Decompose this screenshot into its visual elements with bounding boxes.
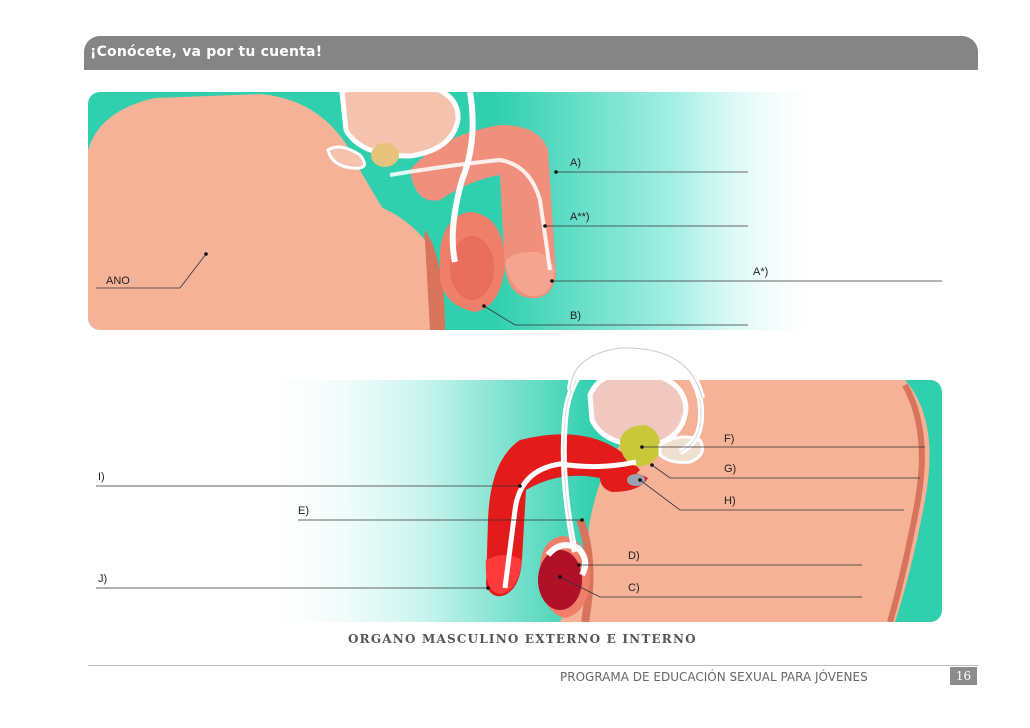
internal-epididymis [545, 542, 589, 577]
internal-cowper-gland [627, 474, 645, 486]
external-seminal-vesicle [326, 145, 366, 170]
external-testicle [450, 236, 494, 300]
footer-program-title: PROGRAMA DE EDUCACIÓN SEXUAL PARA JÓVENE… [560, 670, 868, 684]
internal-vas-outline-top [569, 347, 703, 399]
external-leader-dots [204, 170, 558, 308]
external-glans [505, 251, 555, 297]
external-view: A) A**) A*) B) ANO [88, 92, 942, 330]
label-d: D) [628, 550, 640, 562]
label-a-star: A*) [753, 266, 768, 278]
internal-leader-lines [96, 446, 925, 598]
internal-body-shadow [887, 383, 925, 622]
label-e: E) [298, 505, 309, 517]
internal-bladder [587, 380, 689, 449]
internal-view: F) G) H) I) E) D) C) J) [96, 344, 942, 622]
external-urethra-line [389, 157, 552, 271]
external-leader-lines [96, 171, 942, 326]
label-i: I) [98, 471, 105, 483]
external-bladder [339, 92, 461, 159]
footer-divider [88, 665, 978, 666]
external-thigh [110, 197, 430, 330]
header-bar [84, 36, 978, 70]
label-c: C) [628, 582, 640, 594]
internal-urethra [502, 459, 637, 589]
internal-prostate [620, 425, 661, 467]
internal-thigh-shadow [576, 518, 594, 622]
internal-body-edge [895, 380, 940, 622]
label-g: G) [724, 463, 736, 475]
diagram-caption: ORGANO MASCULINO EXTERNO E INTERNO [348, 632, 697, 646]
label-ano: ANO [106, 275, 130, 287]
label-j: J) [98, 573, 107, 585]
label-b: B) [570, 310, 581, 322]
internal-glans [485, 555, 522, 594]
page-number: 16 [950, 667, 977, 685]
internal-leader-dots [486, 445, 654, 590]
label-f: F) [724, 433, 734, 445]
label-h: H) [724, 495, 736, 507]
label-a-double-star: A**) [570, 211, 590, 223]
page-header-title: ¡Conócete, va por tu cuenta! [90, 44, 323, 60]
label-a: A) [570, 157, 581, 169]
external-vas-deferens [449, 92, 476, 263]
external-prostate [371, 143, 399, 167]
internal-testicle [538, 550, 582, 610]
